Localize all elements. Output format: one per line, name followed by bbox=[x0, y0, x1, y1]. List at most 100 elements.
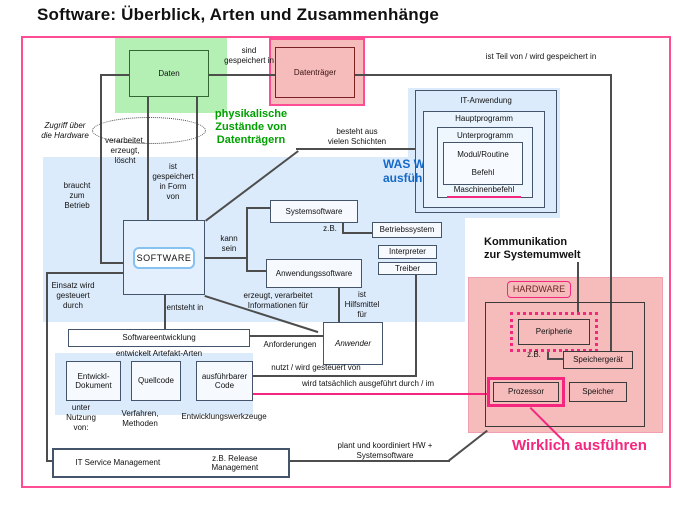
connector-kann-sein bbox=[246, 207, 272, 209]
edge-unter-nutzung: unter Nutzung von: bbox=[66, 403, 96, 432]
connector-datentraeger-speichergeraet bbox=[610, 74, 612, 352]
unterprogramm-label: Unterprogramm bbox=[456, 131, 513, 140]
hardware-node: HARDWARE bbox=[507, 281, 571, 298]
software-pill: SOFTWARE bbox=[133, 247, 195, 269]
connector-besteht-aus bbox=[296, 148, 416, 150]
maschinenbefehl-label: Maschinenbefehl bbox=[447, 185, 521, 198]
treiber-node: Treiber bbox=[378, 262, 437, 275]
connector-daten-software bbox=[196, 97, 198, 220]
anwender-node: Anwender bbox=[323, 322, 383, 365]
prozessor-highlight bbox=[487, 377, 565, 407]
connector-ausgefuehrt-prozessor bbox=[253, 393, 488, 395]
datentraeger-node: Datenträger bbox=[275, 47, 355, 98]
edge-entsteht-in: entsteht in bbox=[166, 303, 204, 312]
connector bbox=[100, 74, 130, 76]
software-label: SOFTWARE bbox=[136, 252, 192, 263]
it-anwendung-node: IT-Anwendung bbox=[415, 90, 557, 213]
peripherie-node: Peripherie bbox=[518, 319, 590, 345]
ausfuehrbarer-code-node: ausführbarer Code bbox=[196, 361, 253, 401]
connector-zb-betriebssystem bbox=[342, 223, 344, 234]
edge-ist-teil-von: ist Teil von / wird gespeichert in bbox=[485, 52, 597, 61]
edge-entwickelt: entwickelt Artefakt-Arten bbox=[115, 349, 203, 358]
speicher-label: Speicher bbox=[582, 387, 614, 397]
daten-node: Daten bbox=[129, 50, 209, 97]
edge-plant: plant und koordiniert HW + Systemsoftwar… bbox=[337, 441, 433, 460]
befehl-label: Befehl bbox=[471, 167, 495, 177]
edge-sind-gespeichert: sind gespeichert in bbox=[224, 46, 274, 65]
prozessor-label: Prozessor bbox=[507, 387, 544, 397]
softwareentwicklung-node: Softwareentwicklung bbox=[68, 329, 250, 347]
hardware-label: HARDWARE bbox=[512, 284, 566, 295]
edge-erzeugt-info: erzeugt, verarbeitet Informationen für bbox=[243, 291, 313, 310]
connector-zb-betriebssystem bbox=[342, 232, 372, 234]
connector bbox=[100, 262, 124, 264]
quellcode-label: Quellcode bbox=[137, 376, 175, 386]
connector-anforderungen bbox=[250, 335, 324, 337]
softwareentwicklung-label: Softwareentwicklung bbox=[122, 333, 196, 343]
edge-verfahren: Verfahren, Methoden bbox=[121, 409, 159, 428]
connector-kann-sein bbox=[246, 270, 268, 272]
edge-einsatz: Einsatz wird gesteuert durch bbox=[51, 281, 95, 310]
speichergeraet-node: Speichergerät bbox=[563, 351, 633, 369]
interpreter-node: Interpreter bbox=[378, 245, 437, 259]
connector-daten-datentraeger bbox=[209, 74, 276, 76]
edge-zb-system: z.B. bbox=[323, 224, 337, 233]
edge-entwicklungswerkzeuge: Entwicklungswerkzeuge bbox=[181, 412, 267, 421]
betriebssystem-node: Betriebssystem bbox=[372, 222, 442, 238]
connector-software-itsm bbox=[46, 460, 56, 462]
connector-software-itsm bbox=[46, 272, 124, 274]
wirklich-note: Wirklich ausführen bbox=[512, 437, 647, 454]
entwickl-dokument-label: Entwickl- Dokument bbox=[75, 371, 112, 390]
connector-software-itsm bbox=[46, 272, 48, 462]
prozessor-node: Prozessor bbox=[493, 382, 559, 402]
connector-hilfsmittel bbox=[338, 288, 340, 323]
connector-zb-speichergeraet bbox=[547, 358, 565, 360]
edge-anforderungen: Anforderungen bbox=[263, 340, 317, 349]
connector-nutzt bbox=[415, 274, 417, 377]
diagram-frame bbox=[21, 36, 671, 488]
connector-entsteht-in bbox=[164, 295, 166, 330]
edge-gespeichert-form: ist gespeichert in Form von bbox=[152, 162, 194, 201]
connector-datentraeger-speichergeraet bbox=[355, 74, 612, 76]
systemsoftware-node: Systemsoftware bbox=[270, 200, 358, 223]
treiber-label: Treiber bbox=[394, 263, 421, 273]
anwendungssoftware-label: Anwendungssoftware bbox=[275, 268, 353, 278]
ausfuehrbarer-code-label: ausführbarer Code bbox=[201, 371, 248, 390]
edge-verarbeitet: verarbeitet, erzeugt, löscht bbox=[104, 136, 146, 165]
edge-hilfsmittel: ist Hilfsmittel für bbox=[344, 290, 380, 319]
hardware-access-ellipse bbox=[92, 117, 206, 144]
modul-routine-node: Modul/Routine Befehl bbox=[443, 142, 523, 185]
connector-zb-speichergeraet bbox=[547, 350, 549, 360]
peripherie-label: Peripherie bbox=[535, 327, 573, 337]
connector-kann-sein bbox=[205, 257, 248, 259]
modul-routine-label: Modul/Routine bbox=[457, 150, 509, 160]
daten-label: Daten bbox=[158, 68, 180, 78]
it-service-management-node: IT Service Management z.B. Release Manag… bbox=[52, 448, 290, 478]
connector-kommunikation-peripherie bbox=[577, 262, 579, 314]
anwendungssoftware-node: Anwendungssoftware bbox=[266, 259, 362, 288]
betriebssystem-label: Betriebssystem bbox=[379, 225, 435, 235]
speichergeraet-label: Speichergerät bbox=[573, 355, 623, 365]
systemsoftware-label: Systemsoftware bbox=[285, 206, 343, 216]
datentraeger-highlight-region bbox=[269, 38, 365, 106]
edge-besteht-aus: besteht aus vielen Schichten bbox=[327, 127, 387, 146]
hauptprogramm-label: Hauptprogramm bbox=[455, 114, 513, 123]
connector-plant-hardware bbox=[290, 460, 450, 462]
datentraeger-label: Datenträger bbox=[293, 67, 337, 77]
interpreter-label: Interpreter bbox=[389, 247, 426, 257]
it-anwendung-label: IT-Anwendung bbox=[460, 96, 512, 105]
edge-kann-sein: kann sein bbox=[220, 234, 238, 253]
edge-braucht: braucht zum Betrieb bbox=[63, 181, 91, 210]
physikalische-note: physikalische Zustände von Datenträgern bbox=[214, 108, 288, 147]
it-service-management-label: IT Service Management bbox=[75, 458, 161, 468]
kommunikation-note: Kommunikation zur Systemumwelt bbox=[484, 236, 581, 262]
connector-kann-sein bbox=[246, 207, 248, 272]
anwender-label: Anwender bbox=[334, 338, 372, 348]
edge-zb-hardware: z.B. bbox=[527, 350, 541, 359]
release-management-label: z.B. Release Management bbox=[211, 453, 259, 472]
edge-wird-tatsaechlich: wird tatsächlich ausgeführt durch / im bbox=[301, 379, 435, 388]
edge-nutzt: nutzt / wird gesteuert von bbox=[271, 363, 361, 372]
page-title: Software: Überblick, Arten und Zusammenh… bbox=[37, 5, 440, 24]
zugriff-note: Zugriff über die Hardware bbox=[41, 121, 89, 140]
connector bbox=[100, 74, 102, 264]
